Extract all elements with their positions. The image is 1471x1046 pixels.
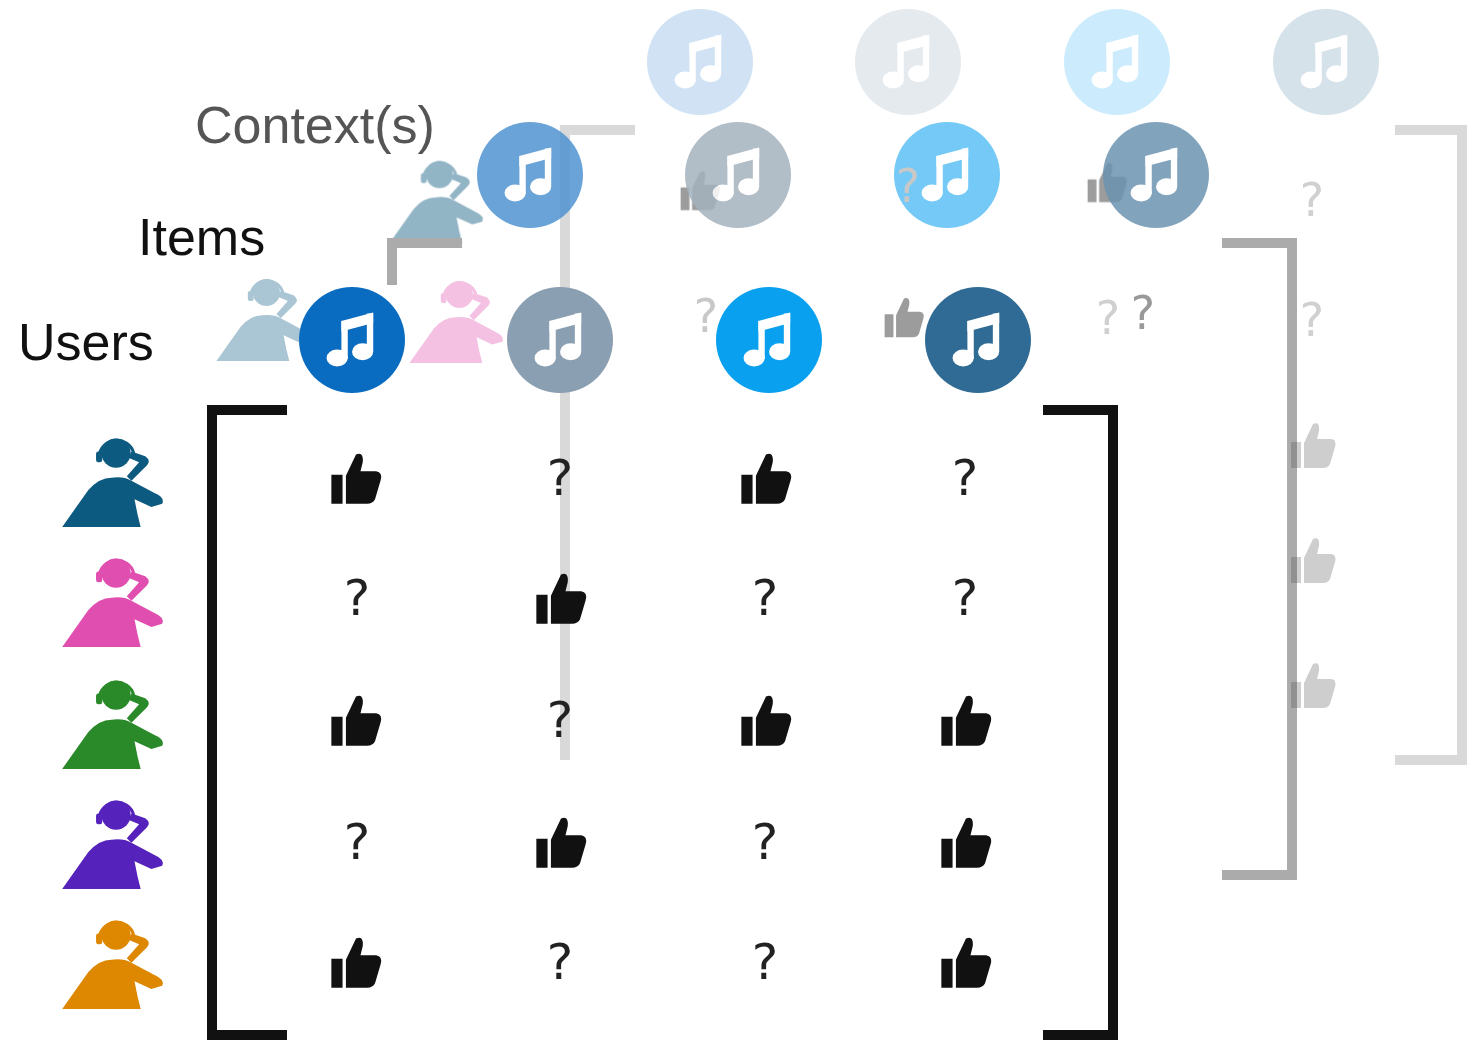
context-layer-back: [565, 9, 1462, 760]
unknown-mark: ?: [547, 937, 574, 987]
axis-label: Context(s): [195, 99, 435, 151]
front-items: [299, 287, 1031, 393]
thumbs-up: [331, 454, 991, 988]
unknown-mark: ?: [694, 293, 718, 339]
users: [62, 438, 163, 1008]
unknown-mark: ?: [547, 695, 574, 745]
front-brackets: [212, 410, 1113, 1035]
unknown-mark: ?: [547, 453, 574, 503]
context-layer-middle: [389, 161, 1292, 875]
unknown-mark: ?: [896, 163, 920, 209]
unknown-mark: ?: [952, 453, 979, 503]
unknown-mark: ?: [752, 817, 779, 867]
unknown-mark: ?: [344, 817, 371, 867]
axis-label: Users: [18, 316, 154, 368]
context-items-middle: [477, 122, 1209, 228]
unknown-mark: ?: [1300, 297, 1324, 343]
unknown-mark: ?: [752, 573, 779, 623]
unknown-mark: ?: [1131, 290, 1155, 336]
unknown-mark: ?: [752, 937, 779, 987]
unknown-mark: ?: [952, 573, 979, 623]
unknown-mark: ?: [1300, 177, 1324, 223]
axis-label: Items: [138, 211, 265, 263]
unknown-mark: ?: [1096, 295, 1120, 341]
unknown-mark: ?: [344, 573, 371, 623]
